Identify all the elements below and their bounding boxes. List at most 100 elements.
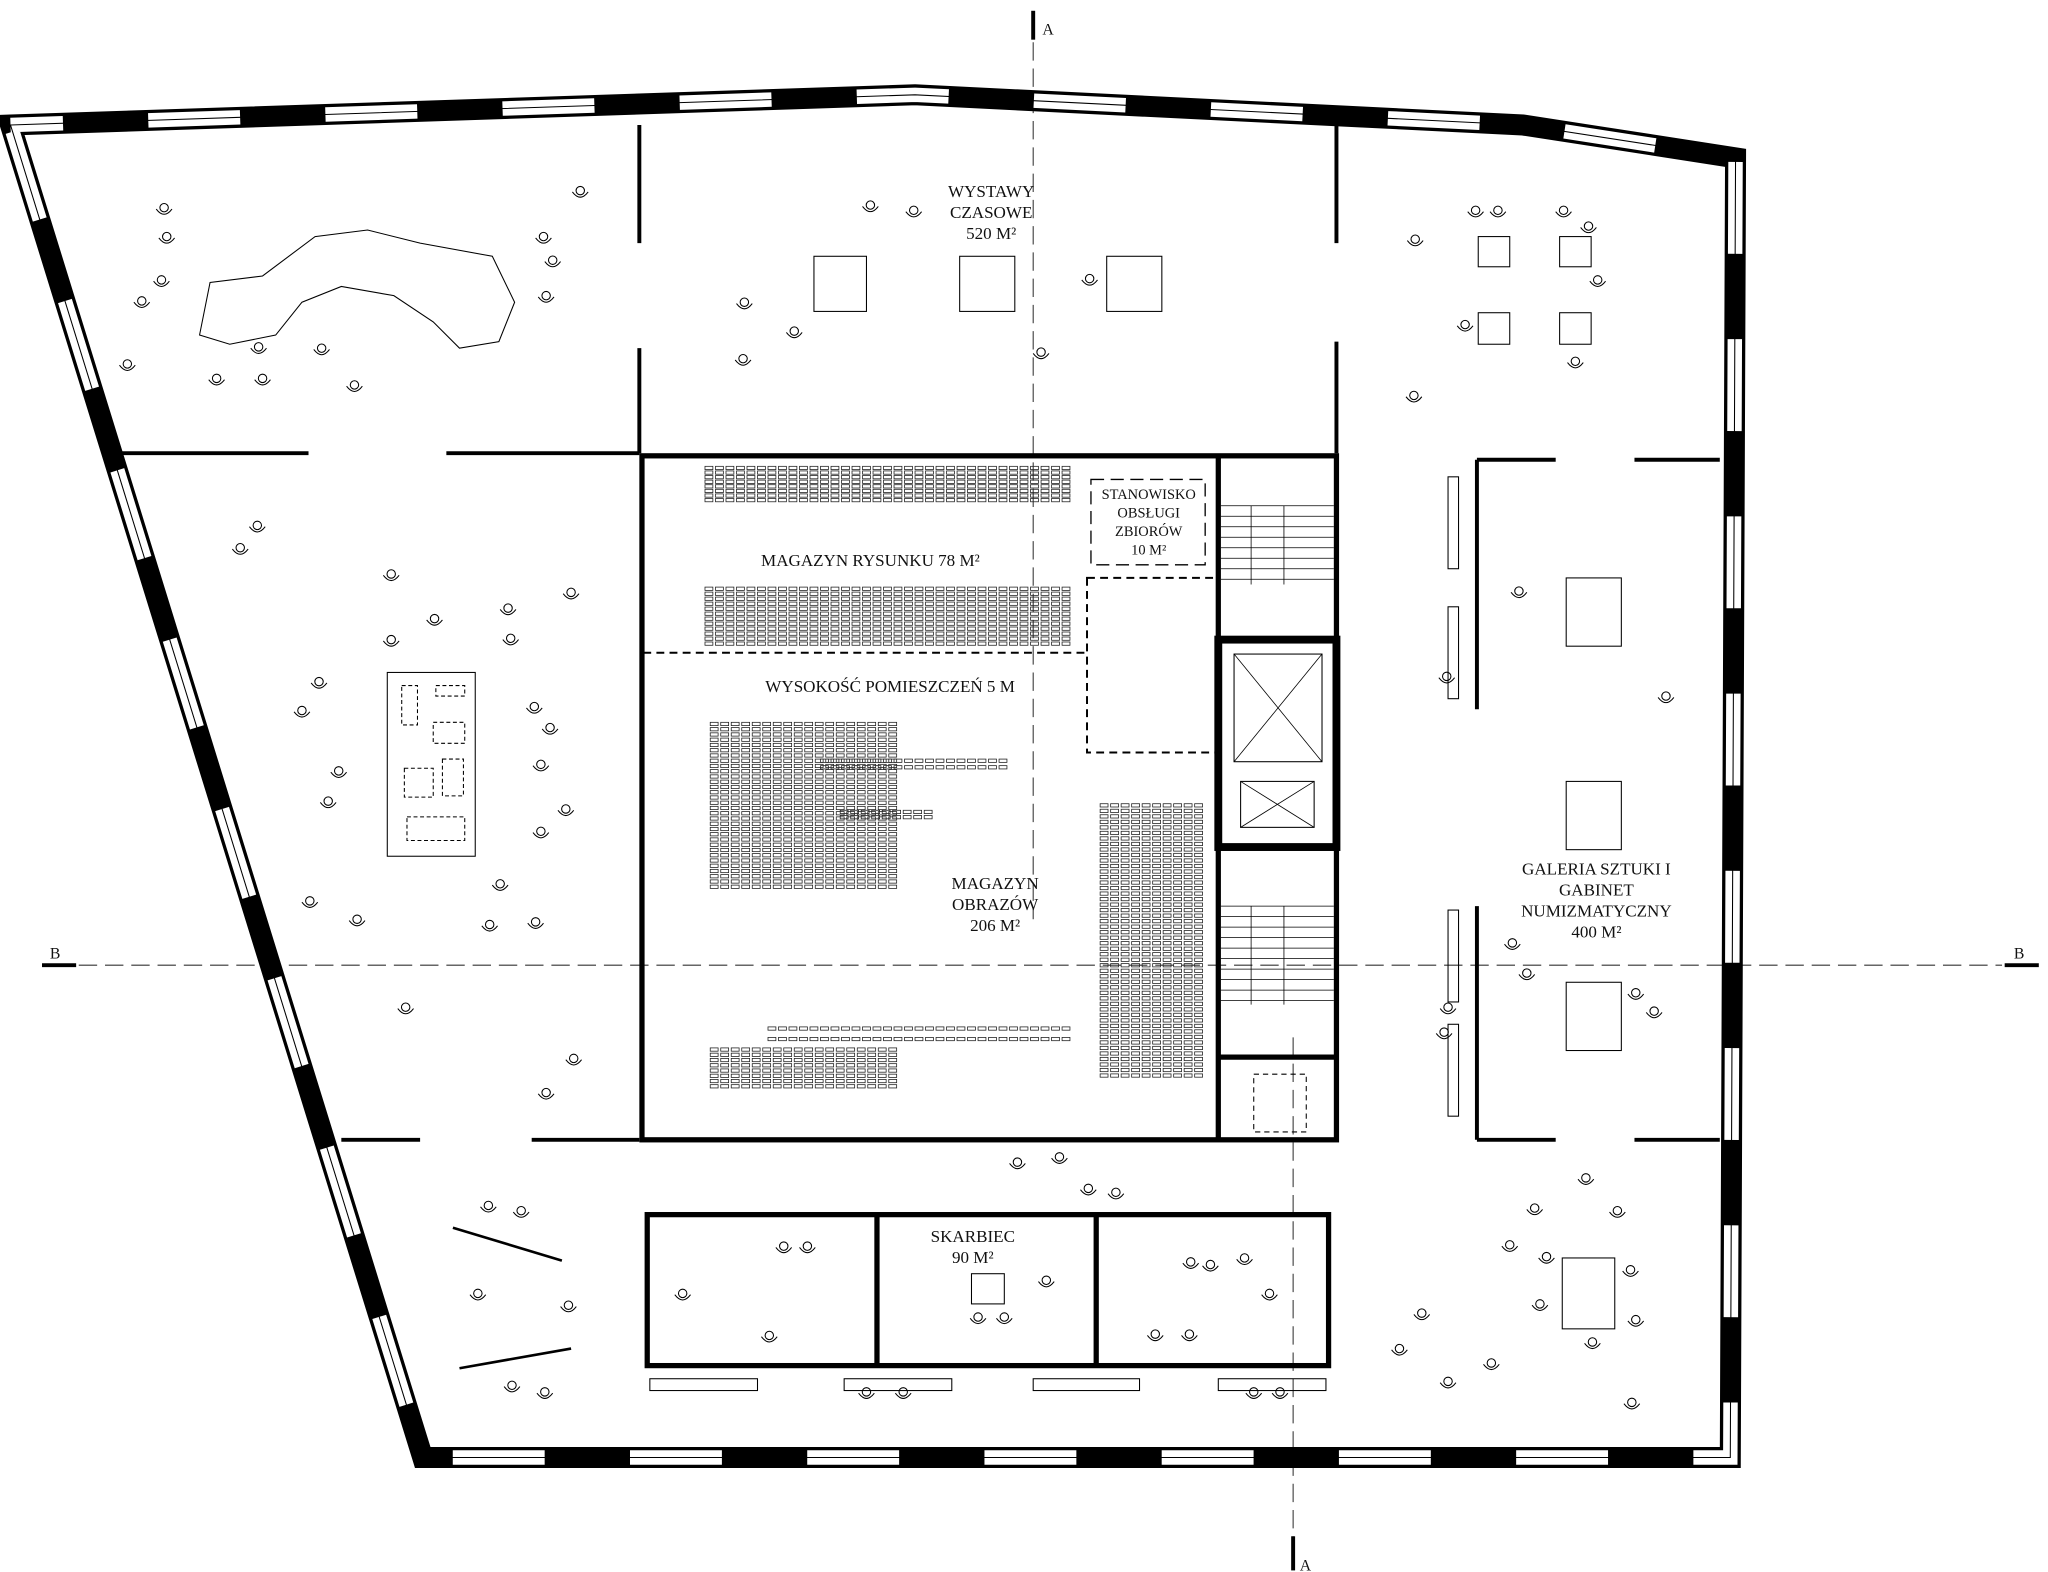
drawing-rack [715, 484, 724, 489]
drawing-rack [799, 591, 808, 596]
painting-rack [814, 748, 824, 753]
drawing-rack [841, 626, 850, 631]
drawing-rack [736, 498, 745, 503]
painting-rack [1110, 1051, 1119, 1056]
drawing-rack [883, 596, 892, 601]
painting-rack [846, 800, 856, 805]
drawing-rack [977, 475, 987, 480]
person-head-icon [1184, 1329, 1195, 1339]
drawing-rack [946, 591, 955, 596]
drawing-rack [872, 465, 882, 471]
drawing-rack [925, 493, 934, 498]
painting-rack [720, 832, 730, 837]
person-shoulders-icon [1627, 993, 1645, 1000]
painting-rack [762, 832, 772, 837]
painting-rack [871, 815, 880, 820]
painting-rack [709, 795, 719, 800]
painting-rack [904, 765, 913, 770]
painting-rack [814, 737, 824, 742]
painting-rack [835, 774, 845, 779]
drawing-rack [1051, 586, 1060, 591]
drawing-rack [809, 621, 819, 626]
painting-rack [1110, 919, 1119, 924]
painting-rack [720, 868, 730, 874]
painting-rack [783, 748, 793, 753]
painting-rack [1099, 803, 1109, 808]
painting-rack [1152, 891, 1161, 896]
drawing-rack [988, 498, 997, 503]
painting-rack [1183, 1034, 1193, 1039]
drawing-rack [1009, 479, 1018, 484]
drawing-rack [820, 641, 829, 646]
painting-rack [741, 769, 751, 774]
painting-rack [783, 832, 793, 837]
painting-rack [1110, 913, 1119, 918]
painting-rack [709, 1052, 719, 1057]
drawing-rack [1019, 611, 1029, 616]
painting-rack [783, 1058, 793, 1063]
drawing-rack [1061, 465, 1071, 471]
drawing-rack [883, 606, 892, 611]
painting-rack [888, 758, 898, 763]
painting-rack [1173, 886, 1182, 891]
painting-rack [839, 815, 849, 820]
painting-rack [877, 758, 887, 763]
painting-rack [1120, 941, 1130, 946]
painting-rack [1162, 996, 1172, 1001]
drawing-rack [725, 601, 735, 606]
drawing-rack [914, 601, 924, 606]
painting-rack [1173, 1067, 1182, 1073]
person-head-icon [908, 205, 919, 216]
painting-rack [762, 884, 772, 889]
outer-wall [0, 84, 1747, 1469]
painting-rack [1173, 1007, 1182, 1012]
painting-rack [1120, 1056, 1130, 1062]
painting-rack [1194, 858, 1203, 863]
drawing-rack [904, 470, 913, 475]
drawing-rack [1030, 611, 1039, 616]
painting-rack [856, 874, 866, 879]
painting-rack [1152, 803, 1161, 808]
drawing-rack [862, 626, 871, 631]
painting-rack [1162, 836, 1172, 841]
painting-rack [814, 874, 824, 879]
person-shoulders-icon [858, 1392, 875, 1399]
drawing-rack [746, 484, 756, 489]
drawing-rack [893, 493, 903, 498]
painting-rack [893, 765, 903, 770]
drawing-rack [914, 498, 924, 503]
person-shoulders-icon [481, 925, 498, 932]
painting-rack [1152, 875, 1161, 880]
painting-rack [720, 763, 730, 769]
drawing-rack [841, 488, 850, 493]
painting-rack [862, 1026, 871, 1031]
person-shoulders-icon [1413, 1314, 1431, 1321]
painting-rack [835, 1068, 845, 1073]
painting-rack [881, 815, 891, 820]
painting-rack [904, 1037, 913, 1042]
painting-rack [762, 753, 772, 758]
painting-rack [720, 847, 730, 853]
painting-rack [804, 853, 814, 858]
drawing-rack [1019, 636, 1029, 641]
painting-rack [793, 868, 803, 874]
painting-rack [1120, 1045, 1130, 1051]
painting-rack [1141, 990, 1151, 995]
drawing-rack [893, 636, 903, 641]
drawing-rack [1040, 488, 1050, 493]
drawing-rack [799, 626, 808, 631]
painting-rack [877, 1079, 887, 1084]
painting-rack [1099, 941, 1109, 946]
person-shoulders-icon [1483, 1363, 1500, 1371]
painting-rack [1131, 819, 1140, 824]
painting-rack [1152, 819, 1161, 824]
painting-rack [856, 790, 866, 795]
drawing-rack [1051, 498, 1060, 503]
painting-rack [893, 758, 903, 763]
person-head-icon [473, 1288, 483, 1299]
painting-rack [709, 1047, 719, 1052]
drawing-rack [998, 475, 1008, 480]
painting-rack [730, 779, 740, 784]
painting-rack [730, 1068, 740, 1073]
painting-rack [867, 748, 877, 753]
